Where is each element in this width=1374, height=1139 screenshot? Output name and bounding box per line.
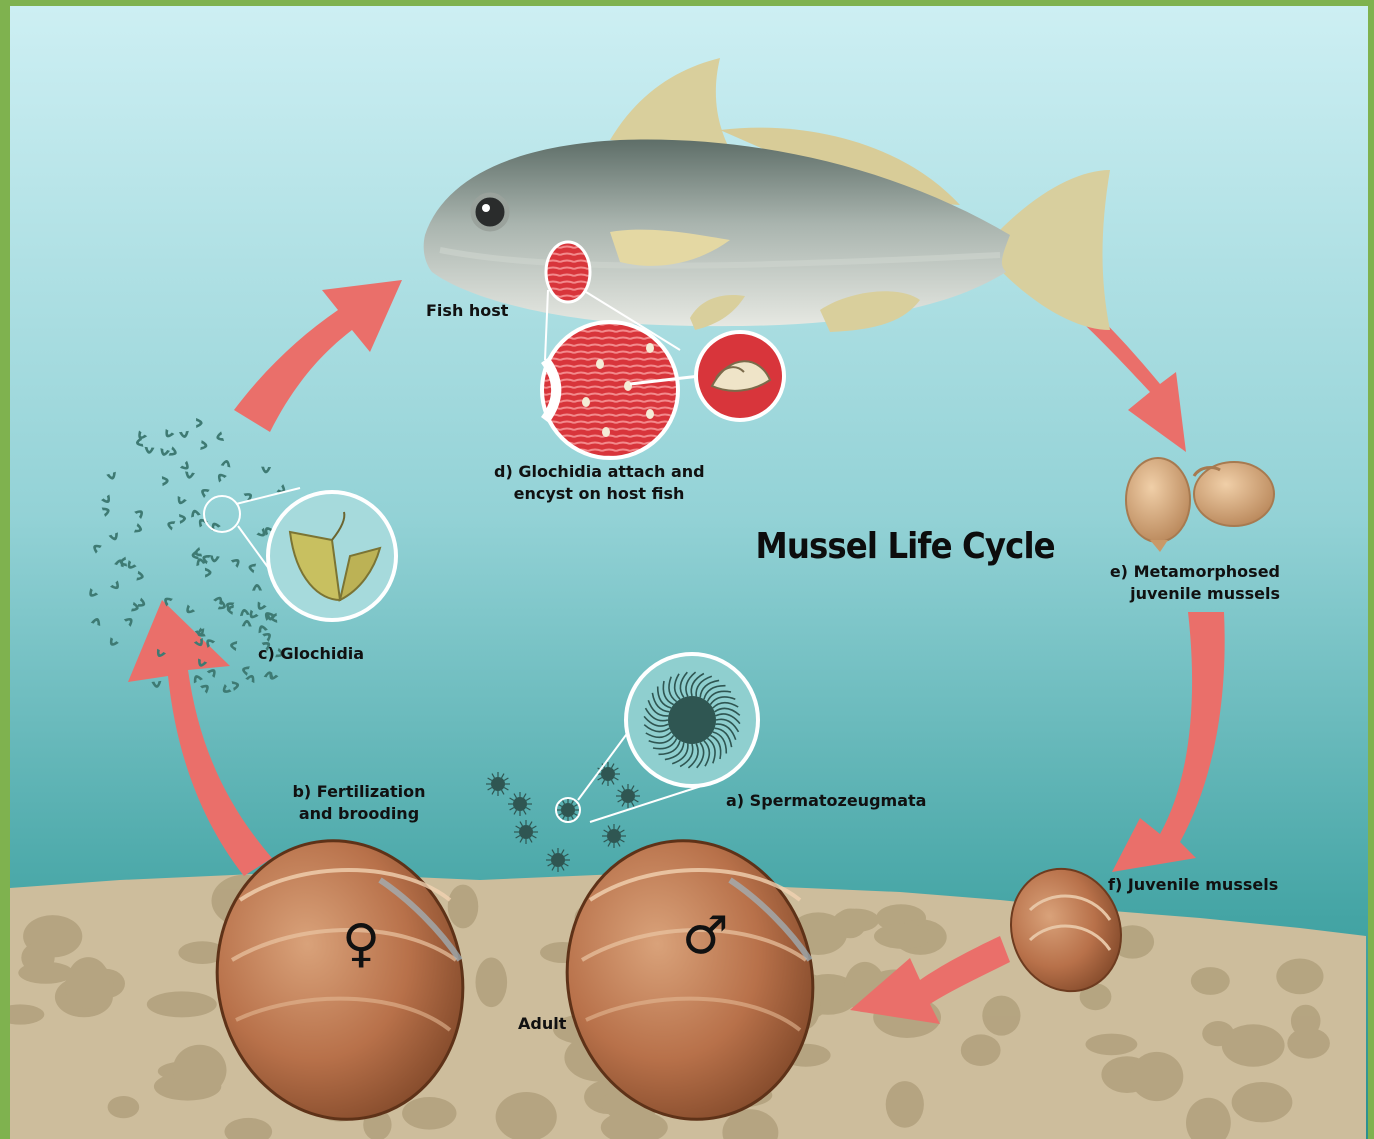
pebble bbox=[67, 957, 110, 1008]
pebble bbox=[961, 1034, 1001, 1066]
pebble bbox=[1276, 959, 1323, 995]
pebble bbox=[1130, 1052, 1183, 1101]
fish-eye bbox=[473, 195, 507, 229]
pebble bbox=[108, 1096, 140, 1118]
pebble bbox=[448, 885, 479, 929]
label-e-line2: juvenile mussels bbox=[1090, 583, 1280, 605]
pebble bbox=[147, 991, 217, 1017]
label-b-line1: b) Fertilization bbox=[284, 781, 434, 803]
label-c-glochidia: c) Glochidia bbox=[258, 643, 364, 665]
pebble bbox=[1287, 1028, 1330, 1059]
pebble bbox=[1191, 967, 1230, 995]
pebble bbox=[402, 1097, 456, 1130]
label-f-juvenile: f) Juvenile mussels bbox=[1108, 874, 1278, 896]
pebble bbox=[1086, 1034, 1138, 1056]
pebble bbox=[173, 1045, 227, 1096]
label-d-line2: encyst on host fish bbox=[494, 483, 704, 505]
pebble bbox=[21, 943, 54, 973]
label-a-spermatozeugmata: a) Spermatozeugmata bbox=[726, 790, 926, 812]
diagram-title: Mussel Life Cycle bbox=[756, 526, 1035, 567]
label-fish-host: Fish host bbox=[426, 300, 508, 322]
pebble bbox=[476, 958, 508, 1008]
gill-filament-circle bbox=[542, 322, 678, 458]
pebble bbox=[874, 924, 932, 949]
label-e-line1: e) Metamorphosed bbox=[1090, 561, 1280, 583]
label-d-line1: d) Glochidia attach and bbox=[494, 461, 704, 483]
male-symbol: ♂ bbox=[682, 908, 729, 964]
label-b-line2: and brooding bbox=[284, 803, 434, 825]
label-adult: Adult bbox=[518, 1013, 566, 1035]
pebble bbox=[982, 996, 1020, 1036]
female-symbol: ♀ bbox=[342, 916, 380, 972]
pebble bbox=[1222, 1024, 1285, 1067]
fish-gill bbox=[546, 242, 590, 302]
pebble bbox=[886, 1081, 924, 1128]
pebble bbox=[1232, 1082, 1293, 1122]
